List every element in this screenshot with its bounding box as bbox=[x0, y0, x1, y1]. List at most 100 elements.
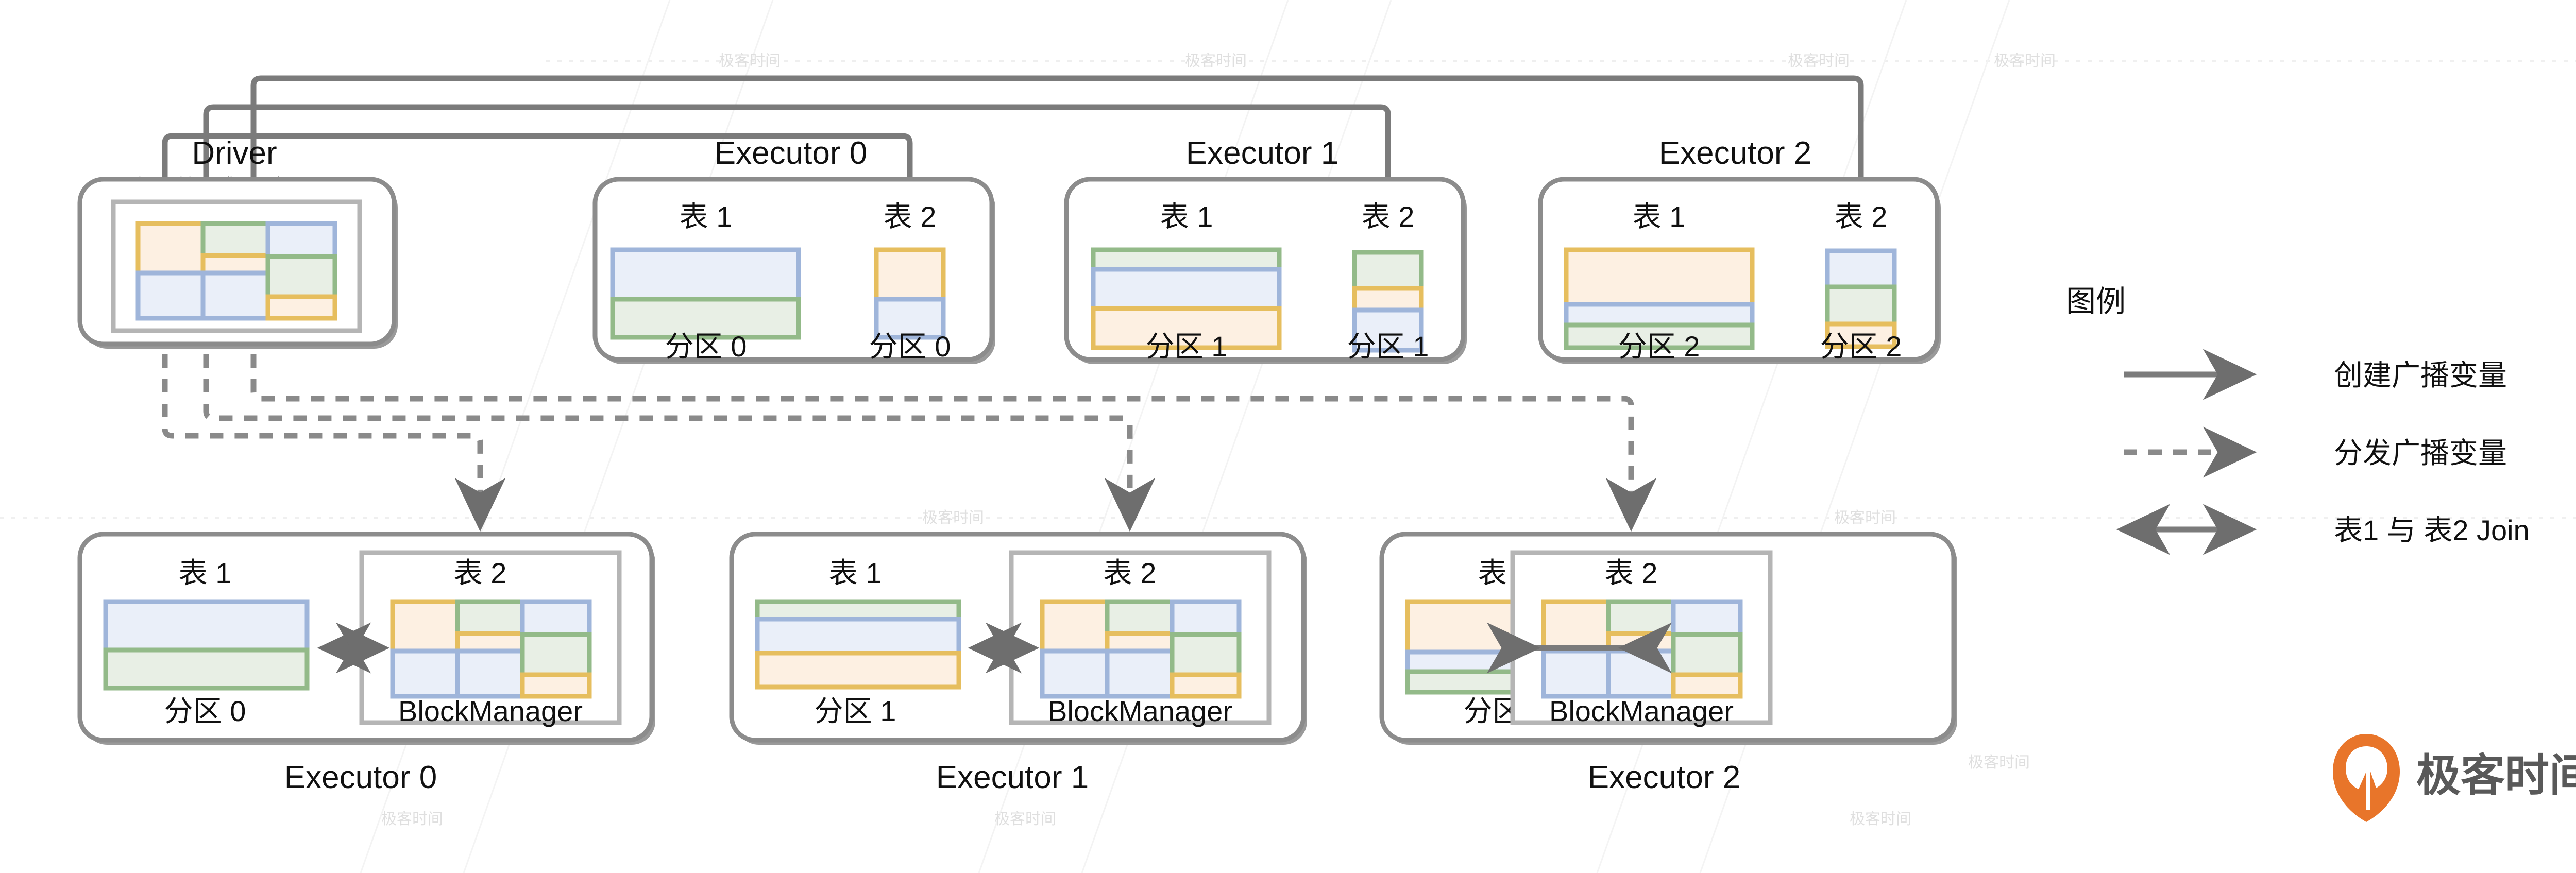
broadcast-arrow-e2 bbox=[228, 75, 1864, 251]
driver-label: Driver bbox=[192, 135, 277, 171]
blockmanager-grid bbox=[1040, 599, 1242, 699]
top-executor-0[interactable]: Executor 0 表 1 分区 0 表 2 分区 0 bbox=[592, 135, 995, 364]
driver-cell-blue bbox=[135, 270, 206, 321]
table1-block-blue bbox=[610, 247, 801, 302]
bm-cell-orange bbox=[1040, 599, 1110, 654]
table1-block-orange bbox=[1564, 247, 1755, 307]
table2-block-blue bbox=[874, 297, 946, 340]
bm-cell-orange bbox=[1105, 631, 1175, 654]
legend-item-join: 表1 与 表2 Join bbox=[2116, 504, 2530, 555]
bm-cell-green bbox=[455, 599, 525, 636]
blockmanager-table2-label: 表 2 bbox=[1104, 557, 1157, 589]
bm-cell-blue bbox=[1040, 648, 1110, 699]
blockmanager-table2-label: 表 2 bbox=[454, 557, 507, 589]
legend-item-distribute-broadcast: 分发广播变量 bbox=[2124, 426, 2507, 478]
table1-label: 表 1 bbox=[829, 557, 882, 589]
driver-node[interactable]: Driver bbox=[77, 135, 398, 349]
top-executor-2[interactable]: Executor 2 表 1 分区 2 表 2 分区 2 bbox=[1538, 135, 1941, 364]
table2-block-blue bbox=[1825, 248, 1897, 289]
table1-label: 表 1 bbox=[1633, 200, 1686, 233]
bm-cell-blue bbox=[1541, 648, 1611, 699]
watermark-item: 极客时间 bbox=[1185, 53, 1247, 70]
table1-label: 表 1 bbox=[1160, 200, 1213, 233]
blockmanager-label: BlockManager bbox=[1549, 695, 1734, 727]
table1-block-blue bbox=[1564, 302, 1755, 328]
table1-block-blue bbox=[755, 617, 961, 656]
bm-cell-orange bbox=[1541, 599, 1611, 654]
legend: 图例 创建广播变量 分发广播变量 表1 与 表2 Join bbox=[2066, 285, 2530, 555]
blockmanager-label: BlockManager bbox=[398, 695, 583, 727]
broadcast-arrow-e1 bbox=[180, 104, 1391, 252]
blockmanager-grid bbox=[390, 599, 592, 699]
bm-cell-green bbox=[1170, 632, 1242, 677]
table1-partition: 分区 1 bbox=[1146, 330, 1228, 363]
table1-label: 表 1 bbox=[179, 557, 232, 589]
bm-cell-blue bbox=[1606, 648, 1676, 699]
table1-partition: 分区 0 bbox=[665, 330, 747, 363]
create-broadcast-arrows bbox=[139, 75, 1864, 252]
watermark-item: 极客时间 bbox=[1994, 53, 2056, 70]
broadcast-arrow-e0 bbox=[139, 133, 913, 250]
driver-cell-green bbox=[265, 254, 337, 299]
table2-label: 表 2 bbox=[1835, 200, 1888, 233]
table2-partition: 分区 1 bbox=[1347, 330, 1429, 363]
bottom-executor-0-label: Executor 0 bbox=[284, 760, 437, 795]
brand-text: 极客时间 bbox=[2416, 750, 2576, 801]
bm-cell-orange bbox=[1170, 672, 1242, 699]
bm-cell-green bbox=[1671, 632, 1743, 677]
table1-block-green bbox=[1091, 247, 1282, 272]
table1-partition: 分区 1 bbox=[815, 695, 896, 727]
brand-logo: 极客时间 bbox=[2333, 734, 2576, 822]
bm-cell-blue bbox=[1105, 648, 1175, 699]
driver-cell-blue bbox=[265, 221, 337, 259]
table2-label: 表 2 bbox=[1362, 200, 1415, 233]
table1-block-orange bbox=[755, 651, 961, 690]
table1-block-blue bbox=[1091, 267, 1282, 311]
driver-cell-blue bbox=[200, 270, 270, 321]
bm-cell-green bbox=[1105, 599, 1175, 636]
legend-item-create-broadcast: 创建广播变量 bbox=[2124, 349, 2507, 400]
bm-cell-orange bbox=[520, 672, 592, 699]
driver-cell-green bbox=[200, 221, 270, 258]
watermark-item: 极客时间 bbox=[994, 811, 1056, 828]
table1-block-blue bbox=[103, 599, 310, 653]
table2-label: 表 2 bbox=[884, 200, 937, 233]
distribute-arrow-e1 bbox=[203, 330, 1156, 532]
distribute-arrow-e0 bbox=[162, 330, 506, 532]
driver-cell-orange bbox=[200, 253, 270, 276]
top-executor-0-label: Executor 0 bbox=[715, 135, 867, 171]
table1-partition: 分区 0 bbox=[164, 695, 246, 727]
watermark-item: 极客时间 bbox=[1788, 53, 1850, 70]
table1-label: 表 1 bbox=[680, 200, 733, 233]
bm-cell-green bbox=[1606, 599, 1676, 636]
bottom-executor-1[interactable]: 表 1 分区 1 表 2 BlockManager Executor 1 bbox=[729, 532, 1307, 795]
bm-cell-orange bbox=[1671, 672, 1743, 699]
table1-partition: 分区 2 bbox=[1618, 330, 1700, 363]
table1-block-orange bbox=[1091, 306, 1282, 350]
bm-cell-green bbox=[520, 632, 592, 677]
driver-cell-orange bbox=[265, 294, 337, 321]
blockmanager-label: BlockManager bbox=[1048, 695, 1232, 727]
table2-block-orange bbox=[1352, 286, 1424, 313]
bottom-executor-2[interactable]: 表 1 分区 1 表 2 BlockManager Executor 2 bbox=[1379, 532, 1957, 795]
table1-block-green bbox=[755, 599, 961, 622]
bottom-executor-0[interactable]: 表 1 分区 0 表 2 BlockManager Executor 0 bbox=[77, 532, 655, 795]
legend-label: 创建广播变量 bbox=[2334, 359, 2507, 391]
table2-block-orange bbox=[1825, 321, 1897, 349]
geekbang-pin-icon bbox=[2333, 734, 2400, 822]
top-executor-1[interactable]: Executor 1 表 1 分区 1 表 2 分区 1 bbox=[1064, 135, 1467, 364]
table2-block-blue bbox=[1352, 307, 1424, 353]
table1-block-green bbox=[1564, 322, 1755, 350]
distribute-broadcast-arrows bbox=[162, 330, 1657, 532]
blockmanager-table2-label: 表 2 bbox=[1605, 557, 1658, 589]
legend-title: 图例 bbox=[2066, 285, 2126, 318]
bm-cell-blue bbox=[1671, 599, 1743, 637]
driver-cell-orange bbox=[135, 221, 206, 276]
table1-block-green bbox=[103, 647, 310, 691]
watermark-item: 极客时间 bbox=[381, 811, 443, 828]
table2-block-orange bbox=[874, 247, 946, 302]
table2-partition: 分区 0 bbox=[869, 330, 951, 363]
watermark-item: 极客时间 bbox=[1834, 509, 1896, 526]
